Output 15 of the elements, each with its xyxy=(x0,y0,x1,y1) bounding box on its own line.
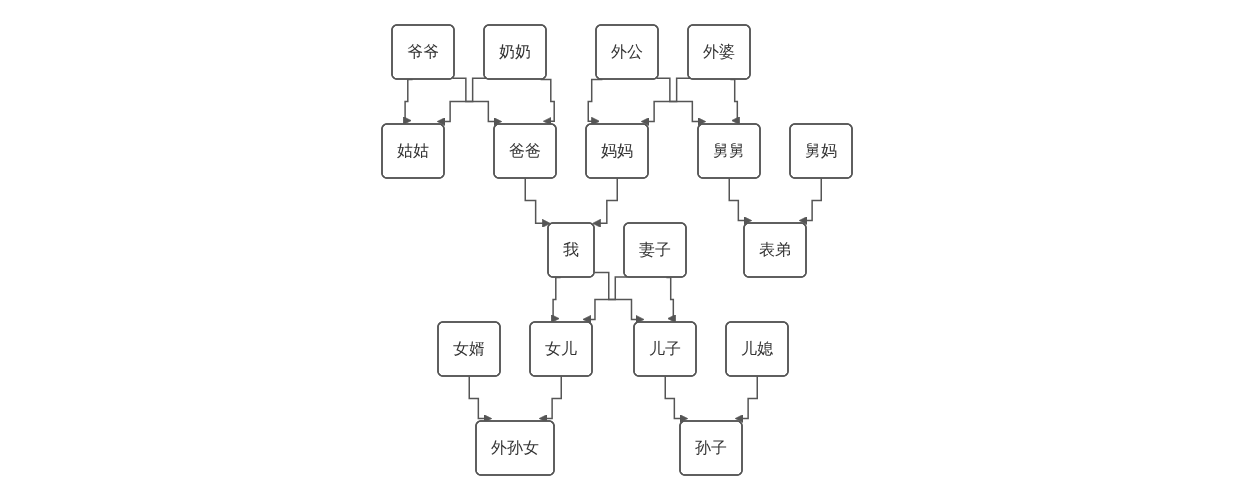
arrow xyxy=(402,78,413,125)
arrow xyxy=(582,276,628,324)
arrow xyxy=(729,78,740,125)
arrow xyxy=(524,177,551,228)
arrow xyxy=(655,77,706,126)
arrow xyxy=(664,375,688,423)
arrow xyxy=(538,375,562,423)
arrow xyxy=(468,375,492,423)
arrow xyxy=(734,375,758,423)
arrow xyxy=(550,276,561,323)
arrow xyxy=(798,177,822,225)
arrow xyxy=(728,177,752,225)
arrow xyxy=(591,177,618,228)
arrow xyxy=(593,271,644,324)
arrow xyxy=(451,77,502,126)
